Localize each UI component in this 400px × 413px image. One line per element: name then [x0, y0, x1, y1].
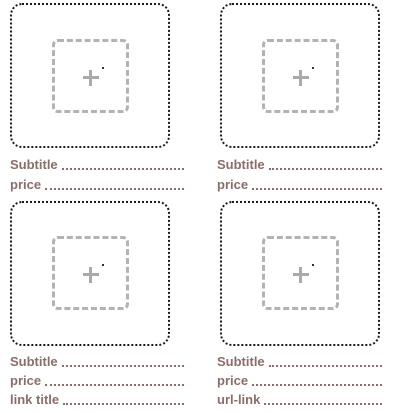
dotted-line: [268, 362, 382, 367]
subtitle-field[interactable]: Subtitle: [10, 352, 184, 370]
dotted-line: [264, 400, 382, 405]
link-title-field[interactable]: link title: [10, 390, 184, 408]
subtitle-field[interactable]: Subtitle: [217, 155, 382, 173]
dotted-line: [252, 381, 382, 386]
subtitle-field[interactable]: Subtitle: [10, 155, 184, 173]
dotted-line: [45, 381, 184, 386]
image-placeholder[interactable]: [262, 39, 339, 113]
url-link-label: url-link: [217, 392, 261, 407]
dotted-line: [61, 362, 184, 367]
price-label: price: [10, 177, 42, 192]
image-placeholder[interactable]: [52, 236, 129, 310]
price-field[interactable]: price: [10, 175, 184, 193]
dotted-line: [63, 400, 184, 405]
cursor-dot: [102, 67, 104, 69]
dotted-line: [61, 165, 184, 170]
cursor-dot: [312, 264, 314, 266]
price-field[interactable]: price: [217, 175, 382, 193]
plus-icon[interactable]: [293, 70, 309, 86]
subtitle-label: Subtitle: [10, 157, 58, 172]
subtitle-label: Subtitle: [217, 354, 265, 369]
product-card-image-area[interactable]: [10, 3, 170, 148]
image-placeholder[interactable]: [52, 39, 129, 113]
product-card-image-area[interactable]: [10, 201, 170, 346]
plus-icon[interactable]: [293, 267, 309, 283]
price-label: price: [217, 177, 249, 192]
subtitle-field[interactable]: Subtitle: [217, 352, 382, 370]
cursor-dot: [102, 264, 104, 266]
link-title-label: link title: [10, 392, 60, 407]
price-field[interactable]: price: [10, 371, 184, 389]
dotted-line: [45, 185, 184, 190]
price-field[interactable]: price: [217, 371, 382, 389]
price-label: price: [217, 373, 249, 388]
plus-icon[interactable]: [83, 267, 99, 283]
dotted-line: [268, 165, 382, 170]
subtitle-label: Subtitle: [217, 157, 265, 172]
product-card-image-area[interactable]: [220, 3, 380, 148]
plus-icon[interactable]: [83, 70, 99, 86]
price-label: price: [10, 373, 42, 388]
subtitle-label: Subtitle: [10, 354, 58, 369]
dotted-line: [252, 185, 382, 190]
cursor-dot: [312, 67, 314, 69]
product-card-image-area[interactable]: [220, 201, 380, 346]
image-placeholder[interactable]: [262, 236, 339, 310]
url-link-field[interactable]: url-link: [217, 390, 382, 408]
